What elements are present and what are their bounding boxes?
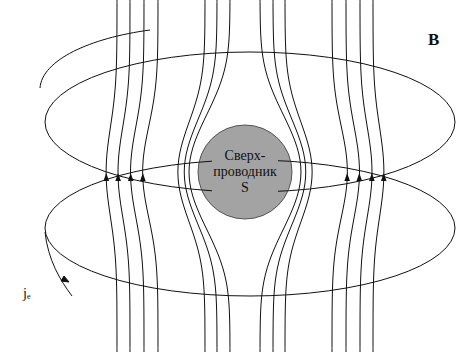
field-line: [106, 0, 117, 352]
field-arrowhead: [115, 173, 121, 181]
current-loop-tail: [45, 232, 72, 296]
field-line: [143, 0, 158, 352]
current-loops: [40, 30, 455, 296]
field-lines: [103, 0, 386, 352]
current-loop-tail: [40, 30, 150, 88]
field-line: [273, 0, 306, 352]
field-arrowhead: [128, 173, 134, 181]
field-arrowhead: [103, 173, 109, 181]
field-arrowhead: [357, 173, 363, 181]
region-label: Сверх- проводник S: [212, 148, 278, 196]
current-loops-over-disc: [45, 52, 455, 296]
superconductor-region: Сверх- проводник S: [198, 125, 292, 219]
superconductor-disc: [198, 125, 292, 219]
field-arrowhead: [140, 173, 146, 181]
field-line: [360, 0, 372, 352]
current-arrowhead: [61, 276, 69, 282]
field-line: [346, 0, 359, 352]
field-symbol: B: [427, 30, 440, 50]
field-line: [373, 0, 384, 352]
field-line: [285, 0, 312, 352]
current-symbol: jₑ: [22, 286, 31, 302]
field-line: [178, 0, 205, 352]
field-arrowhead: [344, 173, 350, 181]
field-arrowhead: [381, 173, 387, 181]
field-arrowhead: [369, 173, 375, 181]
field-line: [118, 0, 130, 352]
field-line: [332, 0, 347, 352]
